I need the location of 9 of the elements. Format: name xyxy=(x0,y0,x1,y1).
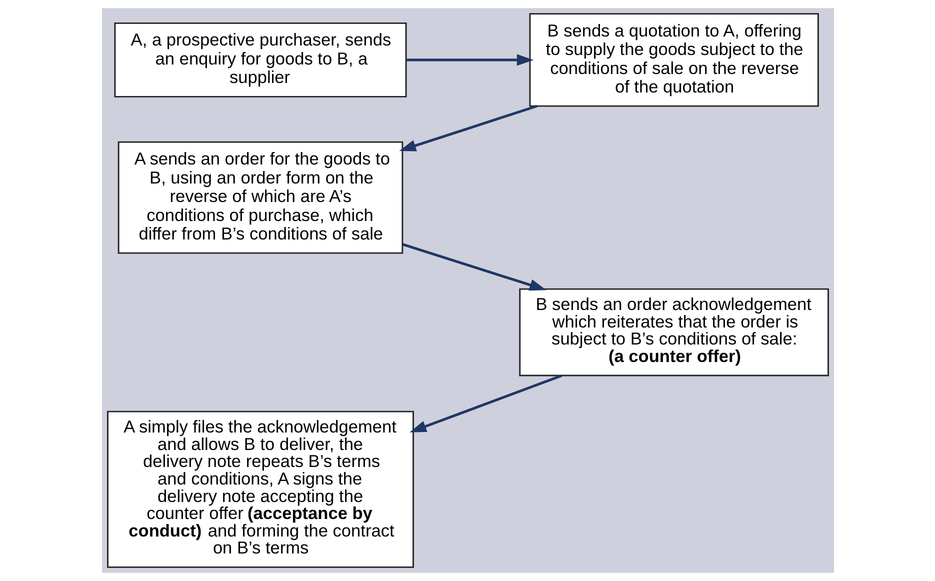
node-box: A simply files the acknowledgement and allows B to deliver, the delivery note repeats B’s terms and conditions, A signs the delivery note accepting the counter offer (acceptance by conduct) and forming the contract on B’s terms xyxy=(106,410,414,568)
node-box: A sends an order for the goods to B, using an order form on the reverse of which are A’s conditions of purchase, which differ from B’s conditions of sale xyxy=(117,141,403,254)
node-box: A, a prospective purchaser, sends an enquiry for goods to B, a supplier xyxy=(114,22,406,98)
node-box: B sends a quotation to A, offering to supply the goods subject to the conditions of sale on the reverse of the quotation xyxy=(528,13,818,107)
arrow xyxy=(398,104,537,152)
node-box: B sends an order acknowledgement which reiterates that the order is subject to B’s conditions of sale: (a counter offer) xyxy=(518,288,828,376)
arrow xyxy=(406,54,534,66)
arrow xyxy=(402,243,546,291)
arrow xyxy=(409,374,562,432)
